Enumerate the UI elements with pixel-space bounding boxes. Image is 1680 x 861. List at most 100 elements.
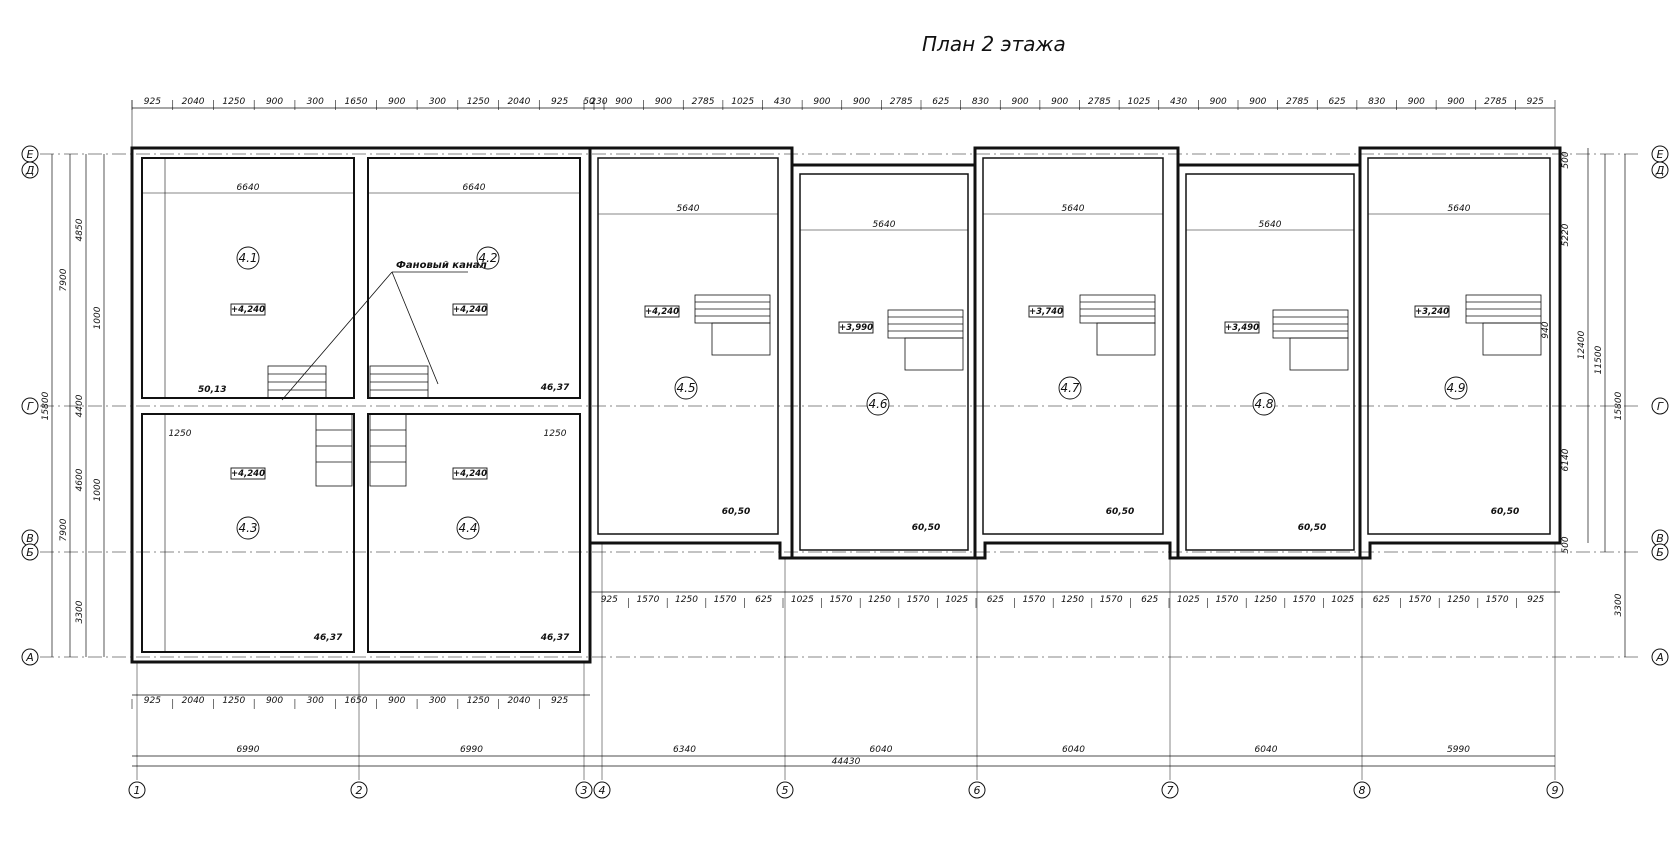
dim-label: 2785 [1484,97,1507,107]
axis-bubble-left [21,161,39,179]
dim-total: 44430 [832,757,861,767]
dim-label: 2785 [1286,97,1309,107]
axis-label: 7 [1167,784,1174,797]
room-area: 46,37 [540,383,570,393]
dim-left-inner: 4600 [75,468,85,491]
axis-label: 2 [356,784,363,797]
room-number-bubble [476,246,500,270]
room-number-bubble [236,246,260,270]
dim-label: 2785 [1088,97,1111,107]
dim-label-axis: 6340 [673,745,696,755]
room-area: 60,50 [1491,507,1519,517]
dim-label: 230 [590,97,607,107]
dim-label: 1250 [868,595,891,605]
dim-label: 1250 [467,97,490,107]
room-width: 5640 [1259,220,1282,230]
dim-label: 900 [266,696,283,706]
axis-label: 8 [1359,784,1366,797]
dim-label: 625 [1141,595,1158,605]
level-mark-box [452,303,488,316]
dim-label: 1570 [1486,595,1509,605]
level-mark-box [1414,305,1450,318]
axis-label-right: А [1655,651,1664,664]
dim-label: 1650 [345,97,368,107]
dim-left-outer: 15800 [41,391,51,420]
dim-label: 2785 [890,97,913,107]
dim-label: 925 [551,696,568,706]
room-area: 60,50 [1106,507,1134,517]
dim-label: 900 [655,97,672,107]
dim-label: 1250 [1254,595,1277,605]
dim-label: 1570 [1100,595,1123,605]
dim-label: 625 [932,97,949,107]
room-number: 4.2 [478,251,497,265]
axis-label: 6 [974,784,981,797]
dim-label: 1570 [829,595,852,605]
room-number-bubble [1252,392,1276,416]
dim-label: 2040 [182,696,205,706]
fan-channel-note: Фановый канал [396,260,487,271]
room-number: 4.6 [868,397,887,411]
room-area: 60,50 [1298,523,1326,533]
axis-label-left: А [25,651,34,664]
axis-label: 3 [581,784,588,797]
dim-left-inner: 4850 [75,218,85,241]
dim-label-axis: 6990 [460,745,483,755]
room-level: +3,740 [1029,307,1063,317]
dim-label: 2785 [692,97,715,107]
dim-label: 1570 [636,595,659,605]
room-area: 46,37 [313,633,343,643]
dim-label: 900 [1051,97,1068,107]
dim-label: 1250 [675,595,698,605]
dim-right-inner: 6140 [1561,448,1571,471]
room-level: +4,240 [231,305,265,315]
room-level: +3,240 [1415,307,1449,317]
room-width: 6640 [237,183,260,193]
dim-label: 300 [307,97,324,107]
dim-label: 900 [1447,97,1464,107]
axis-bubble [593,781,611,799]
room-width: 6640 [463,183,486,193]
level-mark-box [1028,305,1064,318]
room-level: +3,990 [839,323,873,333]
dim-label: 300 [429,97,446,107]
axis-label: 1 [134,784,141,797]
plan-geometry [40,100,1640,780]
dim-label: 925 [601,595,618,605]
dim-label: 1570 [907,595,930,605]
level-mark-box [230,303,266,316]
axis-bubble-right [1651,161,1669,179]
axis-bubble-left [21,397,39,415]
level-mark-box [644,305,680,318]
room-level: +4,240 [645,307,679,317]
room-width: 5640 [1448,204,1471,214]
dim-label: 625 [1328,97,1345,107]
room-width: 1250 [169,429,192,439]
room-number: 4.5 [676,381,695,395]
room-labels: 4.1+4,24066404.2+4,24046,3766404.3+4,240… [169,183,1520,643]
dim-label: 900 [615,97,632,107]
dim-label: 1025 [1177,595,1200,605]
dim-label: 925 [144,97,161,107]
room-width: 5640 [1062,204,1085,214]
axis-bubble [350,781,368,799]
room-number: 4.9 [1446,381,1465,395]
dim-label: 830 [1368,97,1385,107]
dim-label: 300 [307,696,324,706]
axis-label: 9 [1552,784,1559,797]
dim-label: 2040 [507,696,530,706]
dim-label: 925 [1527,595,1544,605]
axis-bubble-left [21,648,39,666]
dim-right-mid: 3300 [1614,593,1624,616]
dim-label: 430 [774,97,791,107]
axis-label-left: Д [25,164,35,177]
room-number-bubble [1058,376,1082,400]
dim-left-inner: 4400 [75,394,85,417]
dim-left-mid: 7900 [59,268,69,291]
room-level: +3,490 [1225,323,1259,333]
room-number-bubble [236,516,260,540]
room-number: 4.4 [458,521,477,535]
axis-bubble-left [21,543,39,561]
